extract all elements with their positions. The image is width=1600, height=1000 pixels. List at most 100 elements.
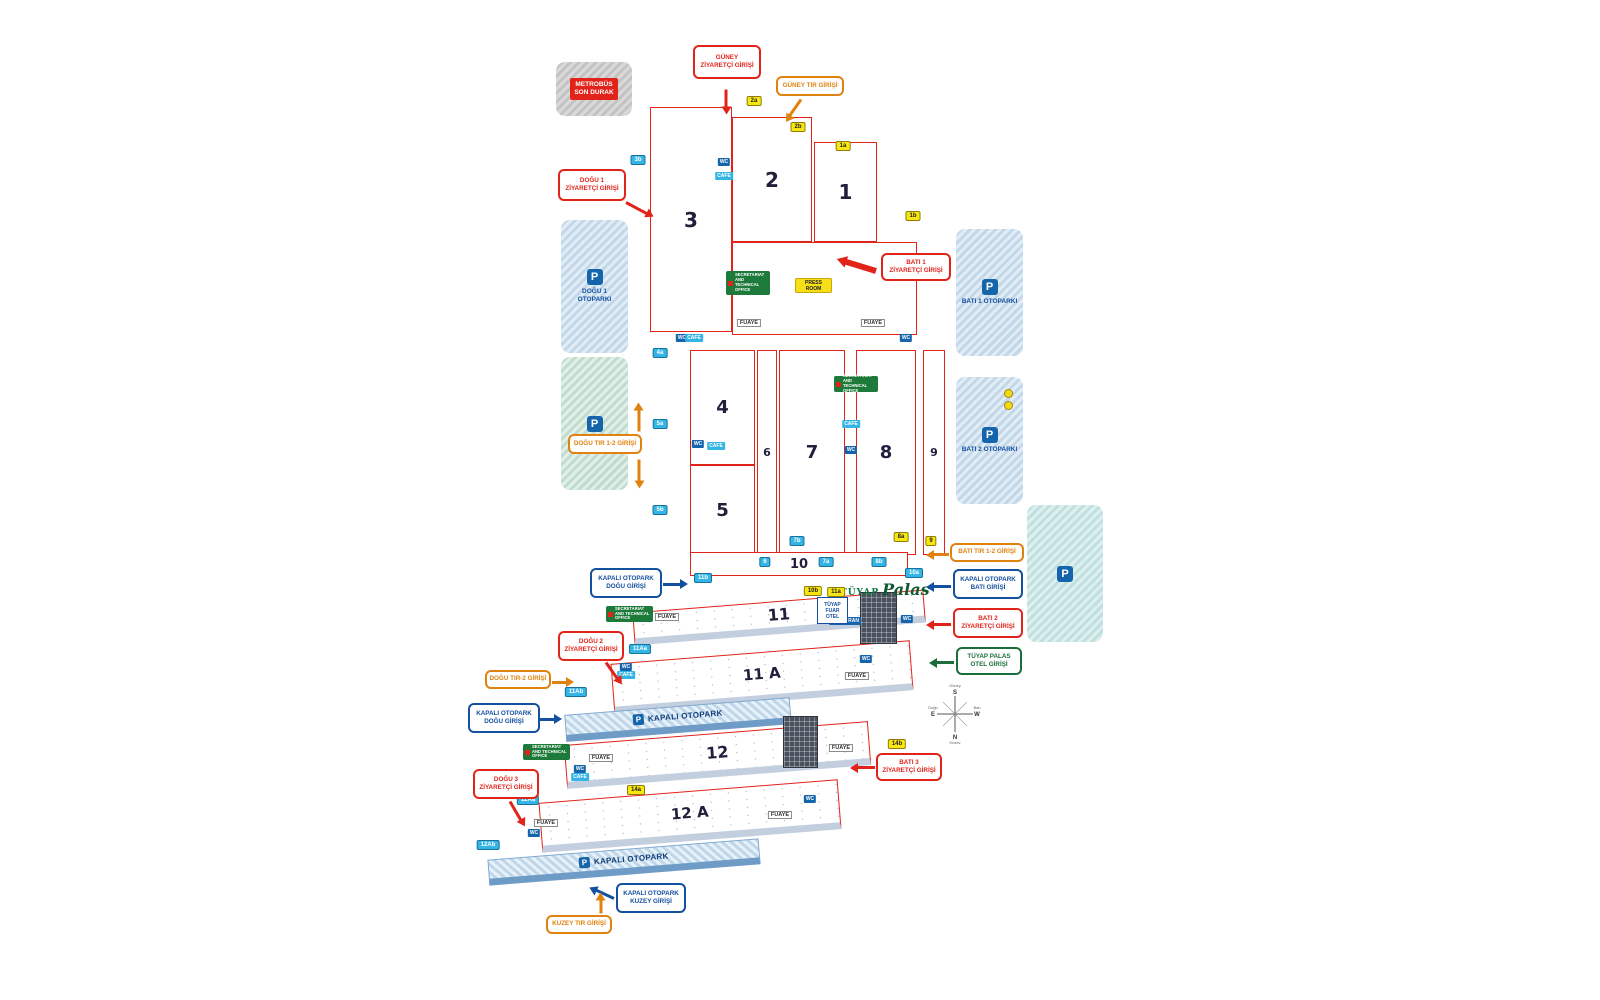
- compass-north-label: Kuzey: [949, 740, 960, 744]
- entrance-callout-line: KAPALI OTOPARK: [598, 574, 654, 582]
- entrance-callout-line: KUZEY GİRİŞİ: [630, 898, 672, 905]
- hall-6: 6: [757, 350, 777, 555]
- hall-number: 2: [765, 167, 779, 192]
- cafe-sign: CAFE: [707, 442, 725, 450]
- direction-arrow: [933, 553, 949, 556]
- hotel-building-block: [783, 716, 818, 768]
- fuaye-label: FUAYE: [654, 613, 680, 621]
- wc-sign: WC: [899, 334, 913, 342]
- parking-icon: P: [981, 278, 998, 295]
- entrance-callout-line: GÜNEY TIR GİRİŞİ: [782, 81, 838, 89]
- hall-number: 11: [766, 604, 791, 625]
- gate-badge: 11Ab: [564, 687, 588, 697]
- direction-arrow: [637, 409, 641, 432]
- entrance-callout-line: ZİYARETÇİ GİRİŞİ: [889, 267, 943, 274]
- gate-badge: 12Ab: [476, 840, 500, 850]
- compass-west-letter: W: [974, 712, 980, 718]
- entrance-callout-line: ZİYARETÇİ GİRİŞİ: [882, 767, 936, 774]
- gate-badge: 11b: [693, 573, 713, 583]
- gate-badge: 9: [925, 536, 937, 546]
- parking-label: BATI 2 OTOPARKI: [961, 445, 1018, 453]
- secretariat-label: SECRETARIAT AND TECHNICAL OFFICE: [615, 605, 650, 621]
- metrobus-sign-line: METROBÜS: [575, 80, 613, 88]
- entrance-callout: DOĞU TIR 1-2 GİRİŞİ: [568, 434, 642, 454]
- entrance-callout-line: ZİYARETÇİ GİRİŞİ: [479, 784, 533, 791]
- hotel-building-block: [860, 592, 897, 644]
- cafe-sign: CAFE: [617, 671, 635, 679]
- fuar-otel-line: FUAR: [825, 607, 840, 614]
- compass-rose-icon: S N E W Güney Kuzey Doğu Batı: [928, 683, 980, 744]
- wc-sign: WC: [803, 795, 817, 803]
- hall-number: 1: [838, 180, 853, 204]
- hall-number: 12: [705, 741, 730, 763]
- entrance-callout-line: BATI GİRİŞİ: [970, 584, 1006, 591]
- entrance-callout-line: DOĞU 2: [578, 637, 604, 645]
- parking-icon: P: [632, 713, 645, 726]
- entrance-callout-line: KAPALI OTOPARK: [623, 889, 679, 897]
- hall-number: 6: [763, 446, 771, 459]
- gate-badge: 7b: [789, 536, 805, 546]
- office-marker-icon: [728, 280, 733, 286]
- fuar-otel-line: TÜYAP: [824, 601, 841, 608]
- fuar-otel-box: TÜYAP FUAR OTEL: [817, 597, 848, 624]
- compass-east-label: Doğu: [928, 705, 938, 710]
- hall-5: 5: [690, 465, 755, 555]
- logo-palas-text: Palas: [882, 580, 930, 599]
- secretariat-office: SECRETARIAT AND TECHNICAL OFFICE: [523, 744, 570, 760]
- hall-number: 8: [879, 442, 893, 463]
- wc-sign: WC: [844, 446, 858, 454]
- parking-label: DOĞU 1 OTOPARKI: [577, 287, 612, 303]
- entrance-callout-line: DOĞU GİRİŞİ: [606, 583, 646, 590]
- entrance-callout-line: DOĞU GİRİŞİ: [484, 718, 524, 725]
- parking-label: BATI 1 OTOPARKI: [961, 297, 1018, 305]
- hall-number: 10: [789, 556, 809, 572]
- press-room-line: ROOM: [805, 285, 822, 292]
- entrance-callout-line: KAPALI OTOPARK: [476, 709, 532, 717]
- entrance-callout-line: ZİYARETÇİ GİRİŞİ: [961, 623, 1015, 630]
- cafe-sign: CAFE: [685, 334, 703, 342]
- gate-badge: 2a: [746, 96, 762, 106]
- metrobus-sign-line: SON DURAK: [574, 89, 614, 96]
- logo-tuyap-text: TÜYAP: [840, 588, 880, 598]
- hall-2: 2: [732, 117, 812, 242]
- direction-arrow: [663, 579, 688, 589]
- cafe-sign: CAFE: [715, 172, 733, 180]
- entrance-callout-line: OTEL GİRİŞİ: [970, 661, 1008, 668]
- parking-icon: P: [586, 415, 603, 432]
- parking-area: P DOĞU 1 OTOPARKI: [561, 220, 628, 353]
- entrance-callout-line: DOĞU 3: [493, 775, 519, 783]
- entrance-callout: KUZEY TIR GİRİŞİ: [546, 915, 612, 934]
- hall-number: 11 A: [742, 663, 782, 685]
- wc-sign: WC: [527, 829, 541, 837]
- parking-area: P BATI 1 OTOPARKI: [956, 229, 1023, 356]
- cafe-sign: CAFE: [571, 773, 589, 781]
- parking-icon: P: [981, 426, 998, 443]
- covered-parking-label: KAPALI OTOPARK: [647, 708, 723, 724]
- direction-arrow: [552, 677, 574, 687]
- secretariat-office: SECRETARIAT AND TECHNICAL OFFICE: [606, 606, 653, 622]
- fuaye-label: FUAYE: [860, 319, 886, 327]
- hall-1: 1: [814, 142, 877, 242]
- wc-sign: WC: [717, 158, 731, 166]
- wc-sign: WC: [675, 334, 689, 342]
- entrance-callout-line: TÜYAP PALAS: [967, 652, 1011, 660]
- fuaye-label: FUAYE: [736, 319, 762, 327]
- gate-badge: 14b: [887, 739, 907, 749]
- fuaye-label: FUAYE: [844, 672, 870, 680]
- secretariat-office: SECRETARIAT AND TECHNICAL OFFICE: [834, 373, 878, 393]
- compass-north-letter: N: [953, 735, 957, 741]
- wc-sign: WC: [859, 655, 873, 663]
- gate-badge: 10b: [803, 586, 823, 596]
- wc-sign: WC: [900, 615, 914, 623]
- parking-icon: P: [1057, 565, 1073, 582]
- hall-slab-12A: 12 A: [538, 779, 842, 853]
- parking-icon: P: [586, 268, 603, 285]
- gate-badge: 14a: [626, 785, 646, 795]
- entrance-callout: DOĞU TIR-2 GİRİŞİ: [485, 670, 551, 689]
- hall-number: 7: [805, 442, 819, 463]
